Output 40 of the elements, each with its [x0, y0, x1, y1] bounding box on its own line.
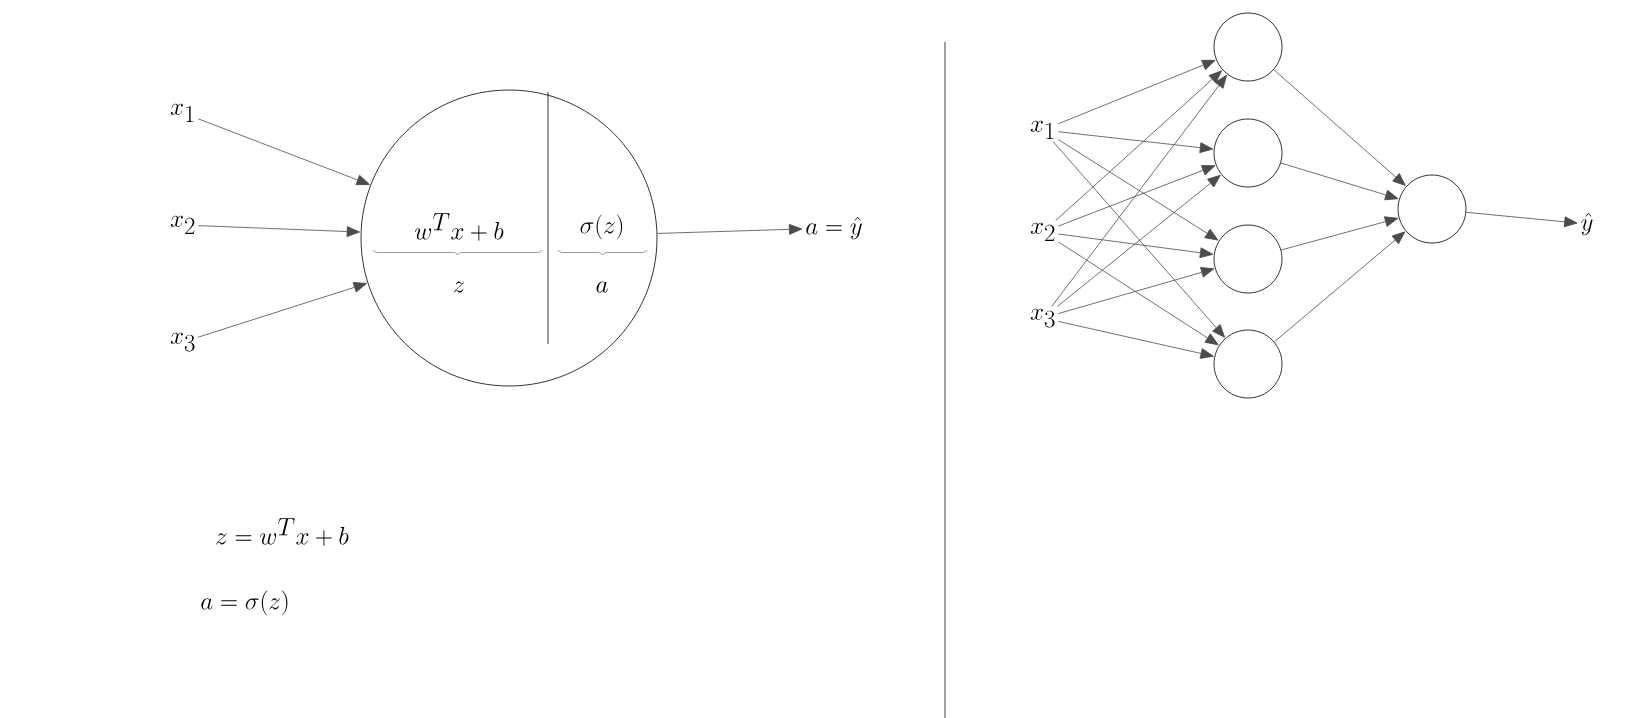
arrow [1057, 131, 1214, 154]
formula: $a=\hat{y}$ [806, 216, 862, 240]
neuron-circle [1213, 224, 1283, 294]
arrow [1055, 70, 1223, 221]
formula: $z$ [453, 281, 465, 293]
arrow [1273, 231, 1406, 343]
formula: $\sigma(z)$ [580, 214, 623, 240]
arrow [1056, 174, 1221, 307]
arrow [197, 282, 367, 338]
arrow [656, 223, 803, 235]
formula: $x_3$ [1030, 308, 1055, 328]
arrow [1052, 141, 1225, 338]
neuron-circle [1213, 329, 1283, 399]
arrow [1057, 321, 1214, 359]
formula: $x_1$ [170, 103, 194, 123]
formula: $z=w^{T}x+b$ [216, 518, 349, 546]
formula: $x_3$ [170, 332, 195, 352]
neuron-circle [1213, 12, 1283, 82]
arrow [1465, 211, 1578, 228]
arrow [1057, 59, 1216, 125]
arrow [1057, 233, 1214, 259]
arrow [1057, 165, 1216, 227]
arrow [1280, 162, 1399, 201]
formula: $w^{T}x+b$ [414, 213, 504, 241]
formula: $a=\sigma(z)$ [201, 590, 288, 616]
formula: $x_1$ [1030, 120, 1054, 140]
arrow [1057, 139, 1219, 241]
arrow [1051, 74, 1227, 307]
arrow [197, 225, 361, 237]
formula: $\hat{y}$ [1581, 212, 1593, 236]
formula: $a$ [596, 281, 608, 293]
neuron-circle [1397, 174, 1467, 244]
formula: $x_2$ [1030, 222, 1055, 242]
arrow [197, 118, 370, 186]
arrow [1273, 69, 1406, 186]
arrow [1057, 241, 1219, 346]
neuron-circle [1213, 118, 1283, 188]
arrow [1280, 216, 1399, 251]
formula: $x_2$ [170, 215, 195, 235]
arrow [1057, 267, 1215, 314]
